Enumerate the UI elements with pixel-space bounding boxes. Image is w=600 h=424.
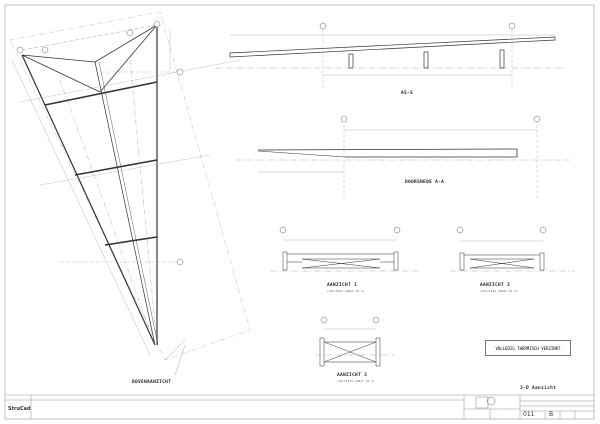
elevation-2	[450, 226, 575, 272]
sheet-border	[4, 4, 595, 420]
view-subtitle-elevation-3: (VOLLEDIG VANAF AS 2)	[337, 380, 375, 383]
galvanized-stamp: VOLLEDIG THERMISCH VERZINKT	[485, 340, 571, 356]
view-title-plan: BOVENAANZICHT	[132, 380, 172, 385]
software-logo: StruCad	[8, 406, 31, 412]
view-subtitle-elevation-1: (VOLLEDIG VANAF AS 2)	[327, 290, 365, 293]
company-logo	[475, 396, 496, 409]
revision: B	[549, 411, 554, 418]
elevation-1	[270, 226, 420, 272]
plan-view	[9, 11, 251, 376]
view-title-as5: AS-5	[401, 91, 414, 96]
view-subtitle-elevation-2: (VOLLEDIG VANAF AS 2)	[480, 290, 518, 293]
sheet-title: 3-D Aanzicht	[520, 386, 557, 391]
plan-outline-dashed	[9, 11, 251, 361]
grid-bubbles	[16, 20, 184, 266]
elevations	[270, 226, 575, 367]
view-title-elevation-3: AANZICHT 3	[337, 373, 368, 378]
view-title-elevation-2: AANZICHT 2	[480, 283, 511, 288]
view-title-elevation-1: AANZICHT 1	[327, 283, 358, 288]
section-as5	[215, 22, 565, 90]
title-block	[5, 394, 594, 419]
view-title-section-aa: DOORSNEDE A-A	[405, 180, 445, 185]
elevation-3	[315, 316, 395, 367]
section-aa	[235, 115, 570, 200]
title-block-dash: -	[500, 412, 502, 416]
drawing-number: 011	[523, 411, 535, 418]
